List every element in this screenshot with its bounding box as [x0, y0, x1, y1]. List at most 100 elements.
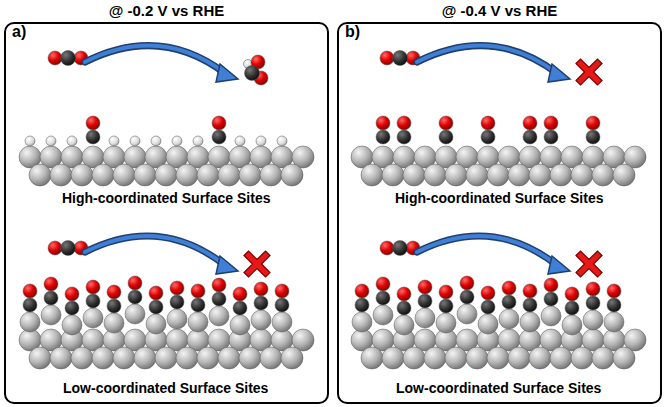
metal-atom — [176, 164, 198, 186]
oxygen-atom — [418, 280, 432, 294]
carbon-atom — [523, 298, 537, 312]
carbon-atom — [23, 298, 37, 312]
panel-letter: b) — [345, 23, 375, 41]
oxygen-atom — [376, 116, 390, 130]
metal-atom — [478, 314, 498, 334]
metal-atom — [71, 164, 93, 186]
metal-atom — [92, 164, 114, 186]
carbon-atom — [86, 130, 100, 144]
metal-atom — [550, 347, 572, 369]
carbon-atom — [544, 292, 558, 306]
metal-atom — [382, 347, 404, 369]
metal-atom — [20, 312, 40, 332]
metal-atom — [92, 347, 114, 369]
reaction-arrow — [85, 236, 226, 266]
oxygen-atom — [544, 116, 558, 130]
carbon-atom — [565, 301, 579, 315]
metal-atom — [415, 308, 435, 328]
metal-atom — [125, 304, 145, 324]
hydrogen-atom — [46, 136, 56, 146]
metal-atom — [529, 347, 551, 369]
metal-atom — [83, 308, 103, 328]
hydrogen-atom — [25, 136, 35, 146]
reaction-arrow — [417, 236, 558, 266]
carbon-atom — [439, 130, 453, 144]
oxygen-atom — [355, 284, 369, 298]
metal-atom — [508, 347, 530, 369]
metal-atom — [361, 164, 383, 186]
carbon-atom — [607, 298, 621, 312]
carbon-atom — [418, 294, 432, 308]
metal-atom — [62, 315, 82, 335]
oxygen-atom — [439, 116, 453, 130]
oxygen-atom — [380, 241, 394, 255]
metal-atom — [167, 309, 187, 329]
carbon-atom — [254, 296, 268, 310]
oxygen-atom — [65, 287, 79, 301]
oxygen-atom — [460, 276, 474, 290]
panel-letter: a) — [12, 23, 42, 41]
surface-label: High-coordinated Surface Sites — [62, 190, 270, 206]
metal-atom — [424, 164, 446, 186]
metal-atom — [424, 347, 446, 369]
metal-atom — [260, 164, 282, 186]
metal-atom — [466, 164, 488, 186]
metal-atom — [403, 164, 425, 186]
carbon-atom — [191, 298, 205, 312]
oxygen-atom — [212, 116, 226, 130]
metal-atom — [499, 309, 519, 329]
oxygen-atom — [191, 284, 205, 298]
metal-atom — [239, 347, 261, 369]
metal-atom — [29, 347, 51, 369]
metal-atom — [604, 312, 624, 332]
metal-atom — [487, 347, 509, 369]
carbon-atom — [481, 130, 495, 144]
metal-atom — [260, 347, 282, 369]
metal-atom — [571, 164, 593, 186]
oxygen-atom — [586, 116, 600, 130]
metal-atom — [592, 347, 614, 369]
metal-atom — [239, 164, 261, 186]
carbon-atom — [376, 130, 390, 144]
oxygen-atom — [128, 276, 142, 290]
hydrogen-atom — [172, 136, 182, 146]
metal-atom — [134, 164, 156, 186]
carbon-atom — [170, 295, 184, 309]
metal-atom — [50, 347, 72, 369]
carbon-atom — [65, 301, 79, 315]
carbon-atom — [481, 300, 495, 314]
carbon-atom — [61, 241, 76, 256]
reaction-arrow — [417, 236, 558, 266]
panel-box: @ -0.4 V vs RHEb) — [337, 22, 662, 404]
metal-atom — [230, 315, 250, 335]
hydrogen-atom — [235, 136, 245, 146]
panel-heading: @ -0.2 V vs RHE — [6, 2, 327, 19]
carbon-atom — [502, 295, 516, 309]
carbon-atom — [212, 292, 226, 306]
metal-atom — [529, 164, 551, 186]
metal-atom — [176, 347, 198, 369]
panel-heading: @ -0.4 V vs RHE — [339, 2, 660, 19]
oxygen-atom — [397, 116, 411, 130]
metal-atom — [373, 305, 393, 325]
oxygen-atom — [233, 287, 247, 301]
reaction-arrow — [85, 46, 226, 74]
oxygen-atom — [523, 116, 537, 130]
oxygen-atom — [376, 277, 390, 291]
metal-atom — [613, 164, 635, 186]
metal-atom — [562, 315, 582, 335]
hydrogen-atom — [151, 136, 161, 146]
reaction-arrow — [417, 46, 558, 74]
oxygen-atom — [48, 51, 62, 65]
metal-atom — [197, 347, 219, 369]
oxygen-atom — [275, 284, 289, 298]
arrow-head — [216, 64, 238, 82]
metal-atom — [382, 164, 404, 186]
oxygen-atom — [586, 282, 600, 296]
metal-atom — [113, 164, 135, 186]
metal-atom — [403, 347, 425, 369]
metal-atom — [445, 347, 467, 369]
reaction-arrow — [85, 46, 226, 74]
oxygen-atom — [44, 277, 58, 291]
oxygen-atom — [544, 278, 558, 292]
